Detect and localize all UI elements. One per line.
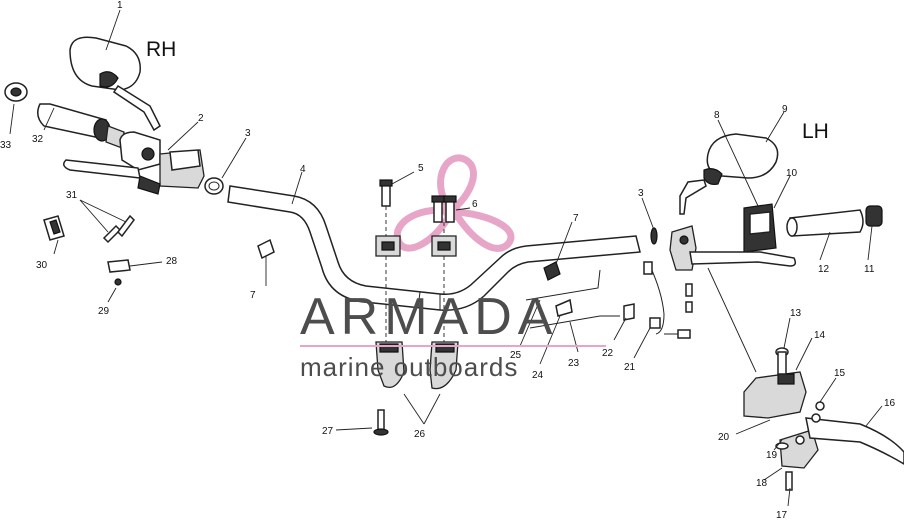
watermark: ARMADA marine outboards xyxy=(300,288,606,382)
lh-o-ring xyxy=(650,227,658,245)
callout: 9 xyxy=(782,104,788,115)
callout: 17 xyxy=(776,510,788,520)
clamp-halves xyxy=(43,215,65,241)
callout: 2 xyxy=(198,113,204,124)
switch-wire xyxy=(643,261,691,339)
callout: 29 xyxy=(98,306,110,317)
upper-clamps xyxy=(375,235,457,257)
callout: 24 xyxy=(532,370,544,381)
callout: 12 xyxy=(818,264,830,275)
callout: 33 xyxy=(0,140,12,151)
lever-assembly-detail xyxy=(743,347,904,491)
callout: 32 xyxy=(32,134,44,145)
lh-side-label: LH xyxy=(802,120,829,143)
callout: 11 xyxy=(864,264,875,275)
callout: 7 xyxy=(250,290,256,301)
callout: 6 xyxy=(472,199,478,210)
callout: 30 xyxy=(36,260,48,271)
lh-bar-end xyxy=(865,205,883,227)
callout: 28 xyxy=(166,256,178,267)
dashed-guides xyxy=(385,206,445,342)
callout: 5 xyxy=(418,163,424,174)
rh-bar-end xyxy=(4,82,28,102)
watermark-brand: ARMADA xyxy=(300,288,558,346)
rh-brake-master-cylinder xyxy=(119,131,205,195)
callout: 18 xyxy=(756,478,768,489)
callout: 7 xyxy=(573,213,579,224)
handlebar xyxy=(227,185,641,311)
clamp-bolts xyxy=(379,179,457,223)
switch-bracket xyxy=(107,259,131,286)
callout: 21 xyxy=(624,362,636,373)
callout: 1 xyxy=(117,0,123,11)
lh-clutch-lever xyxy=(689,251,797,267)
callout: 22 xyxy=(602,348,614,359)
lower-risers xyxy=(375,341,459,390)
rh-mirror xyxy=(69,36,161,132)
callout: 3 xyxy=(245,128,251,139)
callout: 27 xyxy=(322,426,334,437)
mount-bolt xyxy=(373,409,389,436)
callout: 25 xyxy=(510,350,522,361)
callout: 4 xyxy=(300,164,306,175)
lh-switch xyxy=(743,203,777,253)
throttle-cable xyxy=(525,269,635,329)
rh-brake-lever xyxy=(63,159,141,179)
rh-grip xyxy=(37,103,125,149)
callout: 8 xyxy=(714,110,720,121)
leader-lines xyxy=(9,9,883,507)
callout: 16 xyxy=(884,398,896,409)
rh-side-label: RH xyxy=(146,38,176,61)
screws xyxy=(102,214,135,244)
callout: 20 xyxy=(718,432,730,443)
callout: 3 xyxy=(638,188,644,199)
bar-plug-left xyxy=(257,238,275,260)
lh-mirror xyxy=(679,133,779,215)
callout: 13 xyxy=(790,308,802,319)
callout: 19 xyxy=(766,450,778,461)
callout: 23 xyxy=(568,358,580,369)
callout: 10 xyxy=(786,168,798,179)
callout: 31 xyxy=(66,190,78,201)
small-screws xyxy=(685,283,693,313)
callout: 26 xyxy=(414,429,426,440)
rh-o-ring xyxy=(204,177,224,195)
lh-control-housing xyxy=(669,225,697,271)
bar-plug-right xyxy=(543,261,561,281)
callout: 14 xyxy=(814,330,826,341)
callout: 15 xyxy=(834,368,846,379)
lh-grip xyxy=(786,209,864,237)
watermark-tagline: marine outboards xyxy=(300,352,518,382)
